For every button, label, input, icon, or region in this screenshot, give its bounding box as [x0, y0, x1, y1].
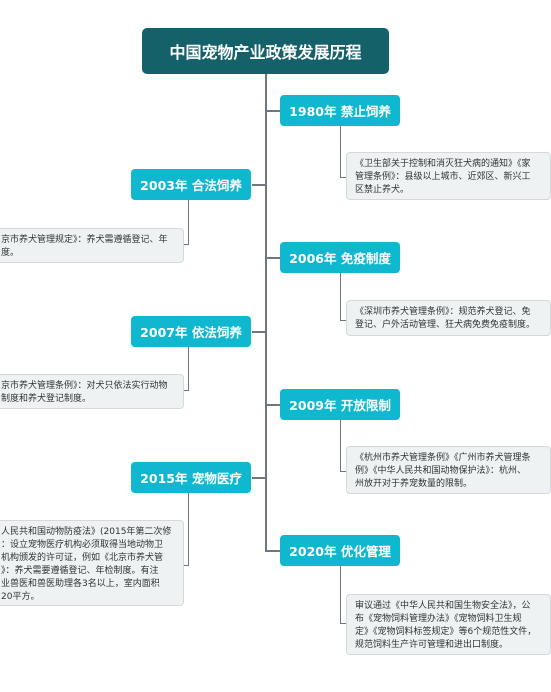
note-connector	[340, 126, 341, 178]
note-line: 京市养犬管理条例》：对犬只依法实行动物	[1, 381, 168, 391]
note-line: 定》《宠物饲料标签规定》等6个规范性文件，	[355, 627, 537, 637]
note-line: 管理条例》：县级以上城市、近郊区、新兴工	[355, 172, 531, 182]
note-line: 《卫生部关于控制和消灭狂犬病的通知》《家	[355, 159, 531, 169]
note-line: 州放开对于养宠数量的限制。	[355, 479, 473, 489]
note-line: 京市养犬管理规定》：养犬需遵循登记、年	[1, 235, 168, 245]
note-connector	[188, 200, 189, 245]
note-line: 》：养犬需要遵循登记、年检制度。有注	[1, 566, 159, 576]
branch-line	[252, 331, 266, 333]
note-connector	[340, 566, 341, 624]
note-connector	[188, 347, 189, 391]
note-connector	[181, 565, 189, 566]
node-1980: 1980年 禁止饲养	[280, 95, 400, 126]
note-line: 《杭州市养犬管理条例》《广州市养犬管理条	[355, 453, 531, 463]
note-connector	[340, 471, 348, 472]
trunk-line	[265, 74, 267, 552]
note-line: 登记、户外活动管理、狂犬病免费免疫制度。	[355, 320, 536, 330]
branch-line	[252, 184, 266, 186]
note-2015: 人民共和国动物防疫法》(2015年第二次修 ：设立宠物医疗机构必须取得当地动物卫…	[0, 520, 184, 606]
branch-line	[266, 404, 280, 406]
note-line: 《深圳市养犬管理条例》：规范养犬登记、免	[355, 307, 531, 317]
note-line: 区禁止养犬。	[355, 185, 410, 195]
note-connector	[340, 420, 341, 472]
note-line: 机构颁发的许可证，例如《北京市养犬管	[1, 553, 164, 563]
branch-line	[266, 257, 280, 259]
note-1980: 《卫生部关于控制和消灭狂犬病的通知》《家 管理条例》：县级以上城市、近郊区、新兴…	[346, 152, 551, 200]
node-2006: 2006年 免疫制度	[280, 242, 400, 273]
note-connector	[340, 623, 348, 624]
note-connector	[340, 177, 348, 178]
note-connector	[181, 390, 189, 391]
node-2003: 2003年 合法饲养	[131, 169, 251, 200]
note-connector	[188, 493, 189, 566]
branch-line	[252, 477, 266, 479]
note-2003: 京市养犬管理规定》：养犬需遵循登记、年 度。	[0, 228, 184, 263]
branch-line	[266, 110, 280, 112]
note-connector	[340, 320, 348, 321]
note-line: 业兽医和兽医助理各3名以上，室内面积	[1, 579, 160, 589]
note-2007: 京市养犬管理条例》：对犬只依法实行动物 制度和养犬登记制度。	[0, 374, 184, 409]
note-line: 审议通过《中华人民共和国生物安全法》，公	[355, 601, 531, 611]
node-2009: 2009年 开放限制	[280, 389, 400, 420]
note-line: 制度和养犬登记制度。	[1, 394, 92, 404]
note-2009: 《杭州市养犬管理条例》《广州市养犬管理条 例》《中华人民共和国动物保护法》：杭州…	[346, 446, 551, 494]
branch-line	[266, 550, 280, 552]
note-2020: 审议通过《中华人民共和国生物安全法》，公 布《宠物饲料管理办法》《宠物饲料卫生规…	[346, 594, 551, 655]
note-line: 度。	[1, 248, 20, 258]
node-2007: 2007年 依法饲养	[131, 316, 251, 347]
note-line: 人民共和国动物防疫法》(2015年第二次修	[1, 527, 172, 537]
note-line: 20平方。	[1, 592, 40, 602]
node-2020: 2020年 优化管理	[280, 535, 400, 566]
note-connector	[181, 244, 189, 245]
diagram-title: 中国宠物产业政策发展历程	[142, 28, 389, 74]
node-2015: 2015年 宠物医疗	[131, 462, 251, 493]
note-line: 布《宠物饲料管理办法》《宠物饲料卫生规	[355, 614, 522, 624]
note-line: 例》《中华人民共和国动物保护法》：杭州、	[355, 466, 527, 476]
note-line: 规范饲料生产许可管理和进出口制度。	[355, 640, 509, 650]
note-connector	[340, 273, 341, 321]
note-2006: 《深圳市养犬管理条例》：规范养犬登记、免 登记、户外活动管理、狂犬病免费免疫制度…	[346, 300, 551, 336]
note-line: ：设立宠物医疗机构必须取得当地动物卫	[1, 540, 164, 550]
